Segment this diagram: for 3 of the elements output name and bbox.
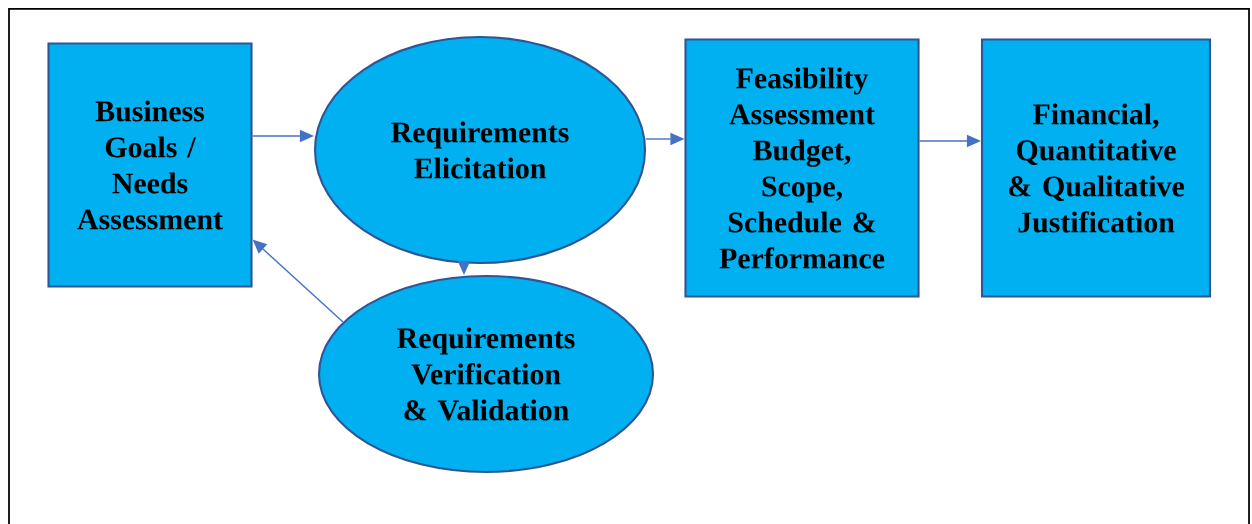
process-box: Feasibility Assessment Budget, Scope, Schedule & Performance bbox=[684, 38, 920, 298]
process-box: Financial, Quantitative & Qualitative Justification bbox=[980, 38, 1212, 298]
process-box: Business Goals / Needs Assessment bbox=[47, 42, 253, 288]
